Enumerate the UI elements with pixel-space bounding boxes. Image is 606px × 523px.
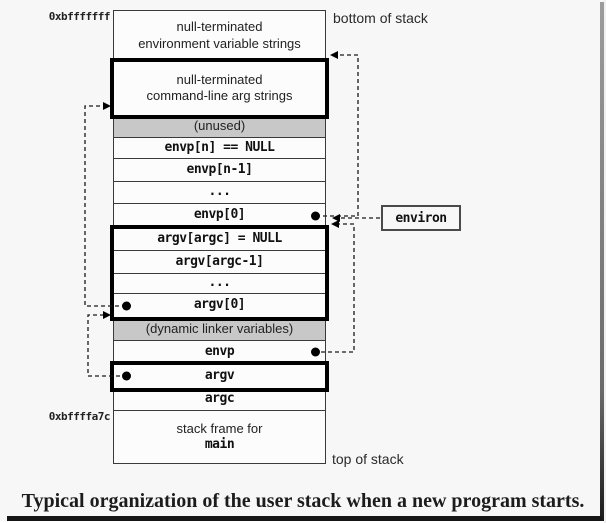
stack-row-envp: envp bbox=[114, 341, 325, 364]
stack-row-label: envp[n] == NULL bbox=[164, 139, 275, 155]
stack-row-argv-argc-1: argv[argc-1] bbox=[114, 251, 325, 274]
stack-row-label: argv[0] bbox=[193, 297, 246, 313]
stack-row-ellipsis-envp: ... bbox=[114, 182, 325, 204]
pointer-dot-argv-0 bbox=[122, 301, 131, 310]
stack-row-label: argv[argc] = NULL bbox=[157, 230, 282, 246]
stack-row-label: null-terminated bbox=[176, 19, 263, 35]
stack-row-label: null-terminated bbox=[176, 71, 263, 87]
stack-row-ellipsis-argv: ... bbox=[114, 274, 325, 294]
frame-right-edge bbox=[600, 2, 604, 521]
stack-row-argv-argc: argv[argc] = NULL bbox=[114, 228, 325, 251]
bottom-of-stack-label: bottom of stack bbox=[333, 10, 428, 26]
pointer-dot-envp-0 bbox=[311, 211, 320, 220]
stack-row-label: argv bbox=[204, 367, 235, 383]
stack-row-label: ... bbox=[208, 275, 231, 291]
stack-row-argv-0: argv[0] bbox=[114, 294, 325, 318]
arrowhead-envp-into-envp0 bbox=[331, 220, 339, 228]
stack-row-label: (unused) bbox=[193, 118, 246, 134]
stack-row-label: argc bbox=[204, 391, 235, 407]
stack-row-envp-n: envp[n] == NULL bbox=[114, 138, 325, 159]
stack-row-label: argv[argc-1] bbox=[175, 253, 264, 269]
figure-caption: Typical organization of the user stack w… bbox=[21, 490, 585, 512]
top-of-stack-label: top of stack bbox=[332, 451, 404, 467]
frame-white-strip-bottom bbox=[0, 521, 606, 523]
arrowhead-into-argv0 bbox=[103, 311, 111, 319]
stack-row-label: (dynamic linker variables) bbox=[145, 320, 294, 336]
stack-row-label: main bbox=[204, 437, 235, 452]
environ-label: environ bbox=[395, 210, 447, 226]
address-top: 0xbfffffff bbox=[48, 10, 111, 23]
stack-row-label: envp bbox=[204, 343, 235, 359]
stack-row-unused: (unused) bbox=[114, 116, 325, 138]
stack-row-label: environment variable strings bbox=[138, 35, 301, 51]
stack-row-label: envp[n-1] bbox=[186, 161, 253, 177]
frame-white-strip-right bbox=[604, 0, 606, 523]
stack-row-dynamic-linker: (dynamic linker variables) bbox=[114, 318, 325, 341]
stack-row-envp-n-1: envp[n-1] bbox=[114, 159, 325, 182]
stack-row-argc: argc bbox=[114, 389, 325, 411]
pointer-dot-argv bbox=[122, 371, 131, 381]
stack-row-argv: argv bbox=[114, 364, 325, 389]
arrowhead-into-env-strings bbox=[330, 51, 338, 59]
arrowhead-into-args bbox=[103, 102, 111, 110]
stack-row-envp-0: envp[0] bbox=[114, 204, 325, 228]
environ-box: environ bbox=[381, 205, 461, 231]
stack-row-label: stack frame for bbox=[176, 420, 263, 436]
frame-bottom-edge bbox=[7, 516, 602, 521]
stack-row-label: envp[0] bbox=[193, 207, 246, 223]
pointer-dot-envp bbox=[311, 347, 320, 357]
arrowhead-environ-into-envp0 bbox=[332, 214, 340, 222]
address-bottom: 0xbffffa7c bbox=[48, 410, 111, 423]
stack-row-label: ... bbox=[208, 184, 231, 200]
stack-row-label: command-line arg strings bbox=[146, 88, 293, 103]
